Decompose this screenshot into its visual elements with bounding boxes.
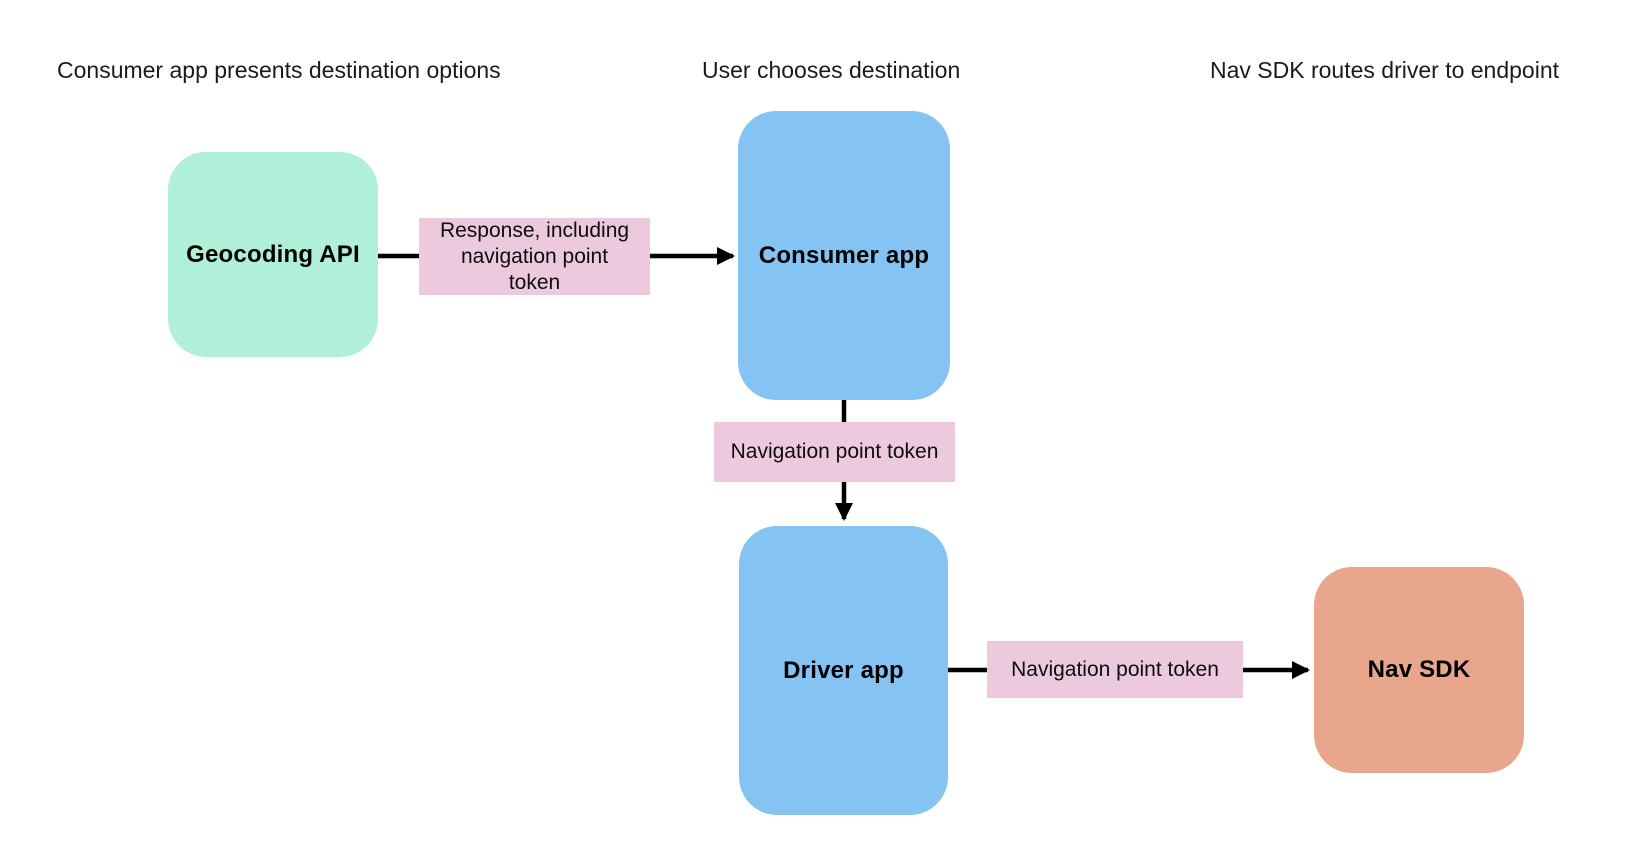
edge-label-response-token-line2: navigation point (460, 244, 609, 268)
stage-header-user-chooses: User chooses destination (702, 57, 961, 83)
node-driver-app-label: Driver app (783, 656, 904, 684)
node-nav-sdk-label: Nav SDK (1367, 656, 1471, 683)
stage-header-navsdk-routes: Nav SDK routes driver to endpoint (1210, 57, 1560, 83)
edge-label-navigation-point-token-1-text: Navigation point token (730, 440, 939, 463)
edge-label-response-token-line1: Response, including (439, 218, 630, 242)
edge-label-navigation-point-token-2: Navigation point token (987, 641, 1243, 698)
node-geocoding-api-label: Geocoding API (186, 240, 360, 268)
node-consumer-app: Consumer app (738, 111, 950, 400)
edge-label-response-token-line3: token (508, 270, 561, 294)
stage-header-consumer-presents: Consumer app presents destination option… (57, 57, 501, 83)
node-consumer-app-label: Consumer app (758, 241, 930, 269)
node-geocoding-api: Geocoding API (168, 152, 378, 357)
edge-label-navigation-point-token-2-text: Navigation point token (1011, 657, 1219, 681)
node-driver-app: Driver app (739, 526, 948, 815)
node-nav-sdk: Nav SDK (1314, 567, 1524, 773)
edge-label-response-token: Response, including navigation point tok… (419, 218, 650, 295)
edge-label-navigation-point-token-1: Navigation point token (714, 422, 955, 482)
